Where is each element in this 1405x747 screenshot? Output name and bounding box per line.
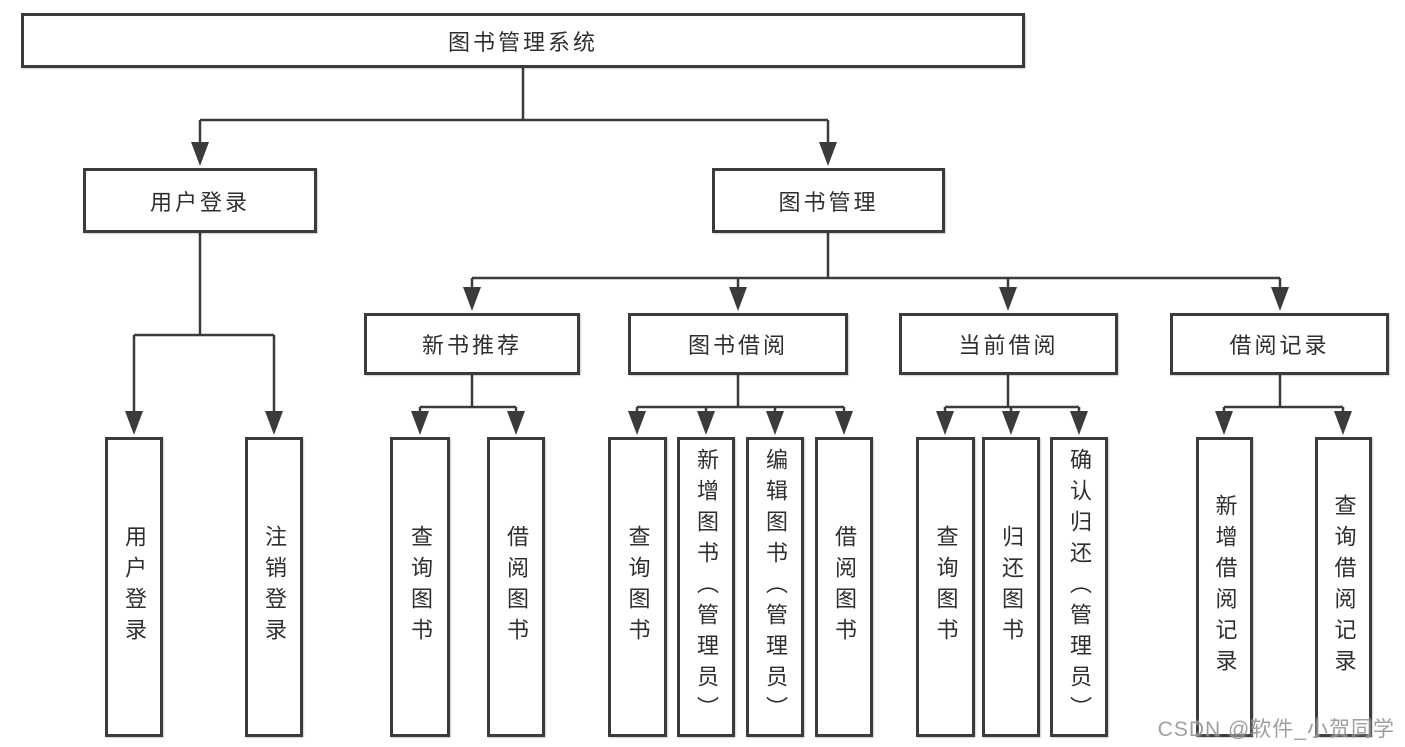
leaf-records-add-record: 新增借阅记录 (1196, 437, 1253, 737)
leaf-current-query-books: 查询图书 (916, 437, 975, 737)
leaf-current-return-books: 归还图书 (982, 437, 1040, 737)
leaf-borrowing-edit-books-admin: 编辑图书（管理员） (746, 437, 804, 737)
node-new-book-recommend: 新书推荐 (364, 313, 580, 375)
node-borrowing-records: 借阅记录 (1170, 313, 1389, 375)
node-book-management: 图书管理 (712, 168, 945, 233)
leaf-current-confirm-return-admin: 确认归还（管理员） (1050, 437, 1108, 737)
leaf-borrowing-borrow-books: 借阅图书 (815, 437, 873, 737)
node-user-login: 用户登录 (83, 168, 317, 233)
leaf-user-login: 用户登录 (105, 437, 163, 737)
leaf-newbooks-borrow-books: 借阅图书 (487, 437, 545, 737)
leaf-borrowing-query-books: 查询图书 (608, 437, 667, 737)
csdn-watermark: CSDN @软件_小贺同学 (1157, 718, 1395, 741)
leaf-records-query-record: 查询借阅记录 (1315, 437, 1372, 737)
leaf-logout: 注销登录 (245, 437, 303, 737)
leaf-borrowing-add-books-admin: 新增图书（管理员） (677, 437, 735, 737)
leaf-newbooks-query-books: 查询图书 (390, 437, 450, 737)
node-book-borrowing: 图书借阅 (628, 313, 848, 375)
node-current-borrowing: 当前借阅 (899, 313, 1118, 375)
node-root: 图书管理系统 (21, 13, 1025, 68)
